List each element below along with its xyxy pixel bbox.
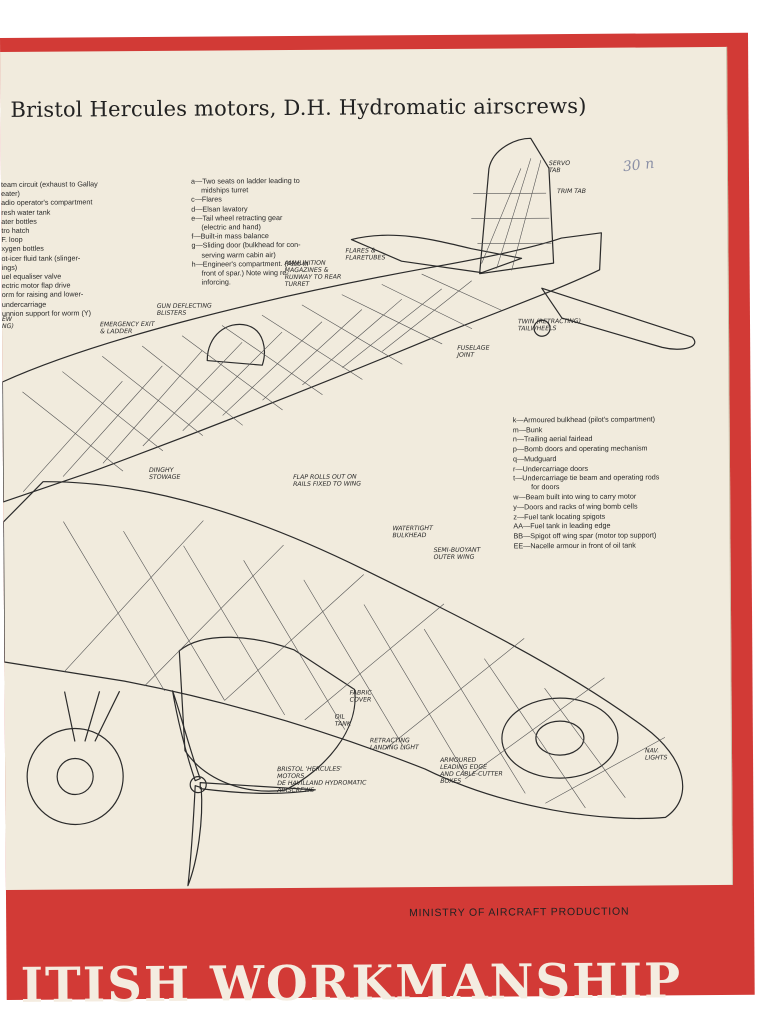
label-motors: BRISTOL 'HERCULES' MOTORS DE HAVILLAND H… <box>277 765 367 795</box>
poster-sheet: Bristol Hercules motors, D.H. Hydromatic… <box>0 46 733 919</box>
wing-roundel-inner <box>535 720 585 756</box>
legend-item: unnion support for worm (Y) <box>1 308 92 318</box>
legend-item: m—Bunk <box>512 424 543 435</box>
fuselage-outline <box>1 232 602 503</box>
label-ammunition: AMMUNITION MAGAZINES & RUNWAY TO REAR TU… <box>284 259 342 289</box>
tail-wheel <box>533 319 551 337</box>
aircraft-cutaway-drawing <box>1 137 696 887</box>
wing-roundel <box>501 697 619 779</box>
tail-fin <box>479 137 555 275</box>
label-nav-lights: NAV. LIGHTS <box>644 747 668 762</box>
legend-item: r—Undercarriage doors <box>512 463 589 473</box>
main-wheel <box>26 727 124 826</box>
geodetic-lattice <box>22 158 666 809</box>
legend-item: z—Fuel tank locating spigots <box>513 511 606 521</box>
engine-nacelle <box>178 636 356 792</box>
legend-item: q—Mudguard <box>512 453 557 464</box>
label-armoured-edge: ARMOURED LEADING EDGE AND CABLE-CUTTER B… <box>440 756 503 785</box>
propeller-hub <box>189 776 207 794</box>
legend-item: y—Doors and racks of wing bomb cells <box>513 501 638 512</box>
main-wing <box>2 481 684 820</box>
label-servo-tab: SERVO TAB <box>548 160 571 175</box>
label-semi-buoyant: SEMI-BUOYANT OUTER WING <box>433 546 481 561</box>
label-landing-light: RETRACTING LANDING LIGHT <box>369 737 419 752</box>
label-watertight: WATERTIGHT BULKHEAD <box>392 524 433 540</box>
tailplane <box>350 234 523 274</box>
main-wheel-hub <box>56 757 94 796</box>
label-flares: FLARES & FLARETUBES <box>345 247 386 262</box>
legend-item: p—Bomb doors and operating mechanism <box>512 443 648 454</box>
label-crew: EW NG) <box>1 315 14 330</box>
gun-blister <box>206 323 265 366</box>
label-flap-rolls: FLAP ROLLS OUT ON RAILS FIXED TO WING <box>293 473 362 488</box>
legend-item: w—Beam built into wing to carry motor <box>513 491 637 502</box>
legend-item: BB—Spigot off wing spar (motor top suppo… <box>513 530 657 541</box>
label-fuselage-joint: FUSELAGE JOINT <box>457 344 490 359</box>
label-trim-tab: TRIM TAB <box>557 187 587 196</box>
label-fabric: FABRIC COVER <box>349 689 372 704</box>
label-oil-tank: OIL TANK <box>334 713 351 728</box>
tailplane-right <box>541 287 696 350</box>
legend-item: t—Undercarriage tie beam and operating r… <box>513 472 660 492</box>
legend-item: EE—Nacelle armour in front of oil tank <box>513 540 636 551</box>
ministry-credit: MINISTRY OF AIRCRAFT PRODUCTION <box>409 905 630 920</box>
propeller-blade-right <box>199 782 316 794</box>
label-gun-blisters: GUN DEFLECTING BLISTERS <box>156 302 212 317</box>
legend-left: team circuit (exhaust to Gallay eater) a… <box>1 179 127 318</box>
propeller-blade-up <box>171 690 201 782</box>
legend-right: k—Armoured bulkhead (pilot's compartment… <box>513 414 664 550</box>
footer-banner: ITISH WORKMANSHIP <box>20 953 683 1014</box>
label-twin-tailwheels: TWIN (RETRACTING) TAILWHEELS <box>517 317 582 333</box>
label-dinghy: DINGHY STOWAGE <box>148 466 181 481</box>
propeller-blade-down <box>187 785 203 887</box>
legend-item: k—Armoured bulkhead (pilot's compartment… <box>512 414 656 425</box>
legend-item: AA—Fuel tank in leading edge <box>513 520 611 531</box>
label-emergency-exit: EMERGENCY EXIT & LADDER <box>99 320 155 336</box>
legend-item: n—Trailing aerial fairlead <box>512 434 593 444</box>
poster: Bristol Hercules motors, D.H. Hydromatic… <box>0 32 755 1014</box>
undercarriage-leg <box>63 690 121 742</box>
